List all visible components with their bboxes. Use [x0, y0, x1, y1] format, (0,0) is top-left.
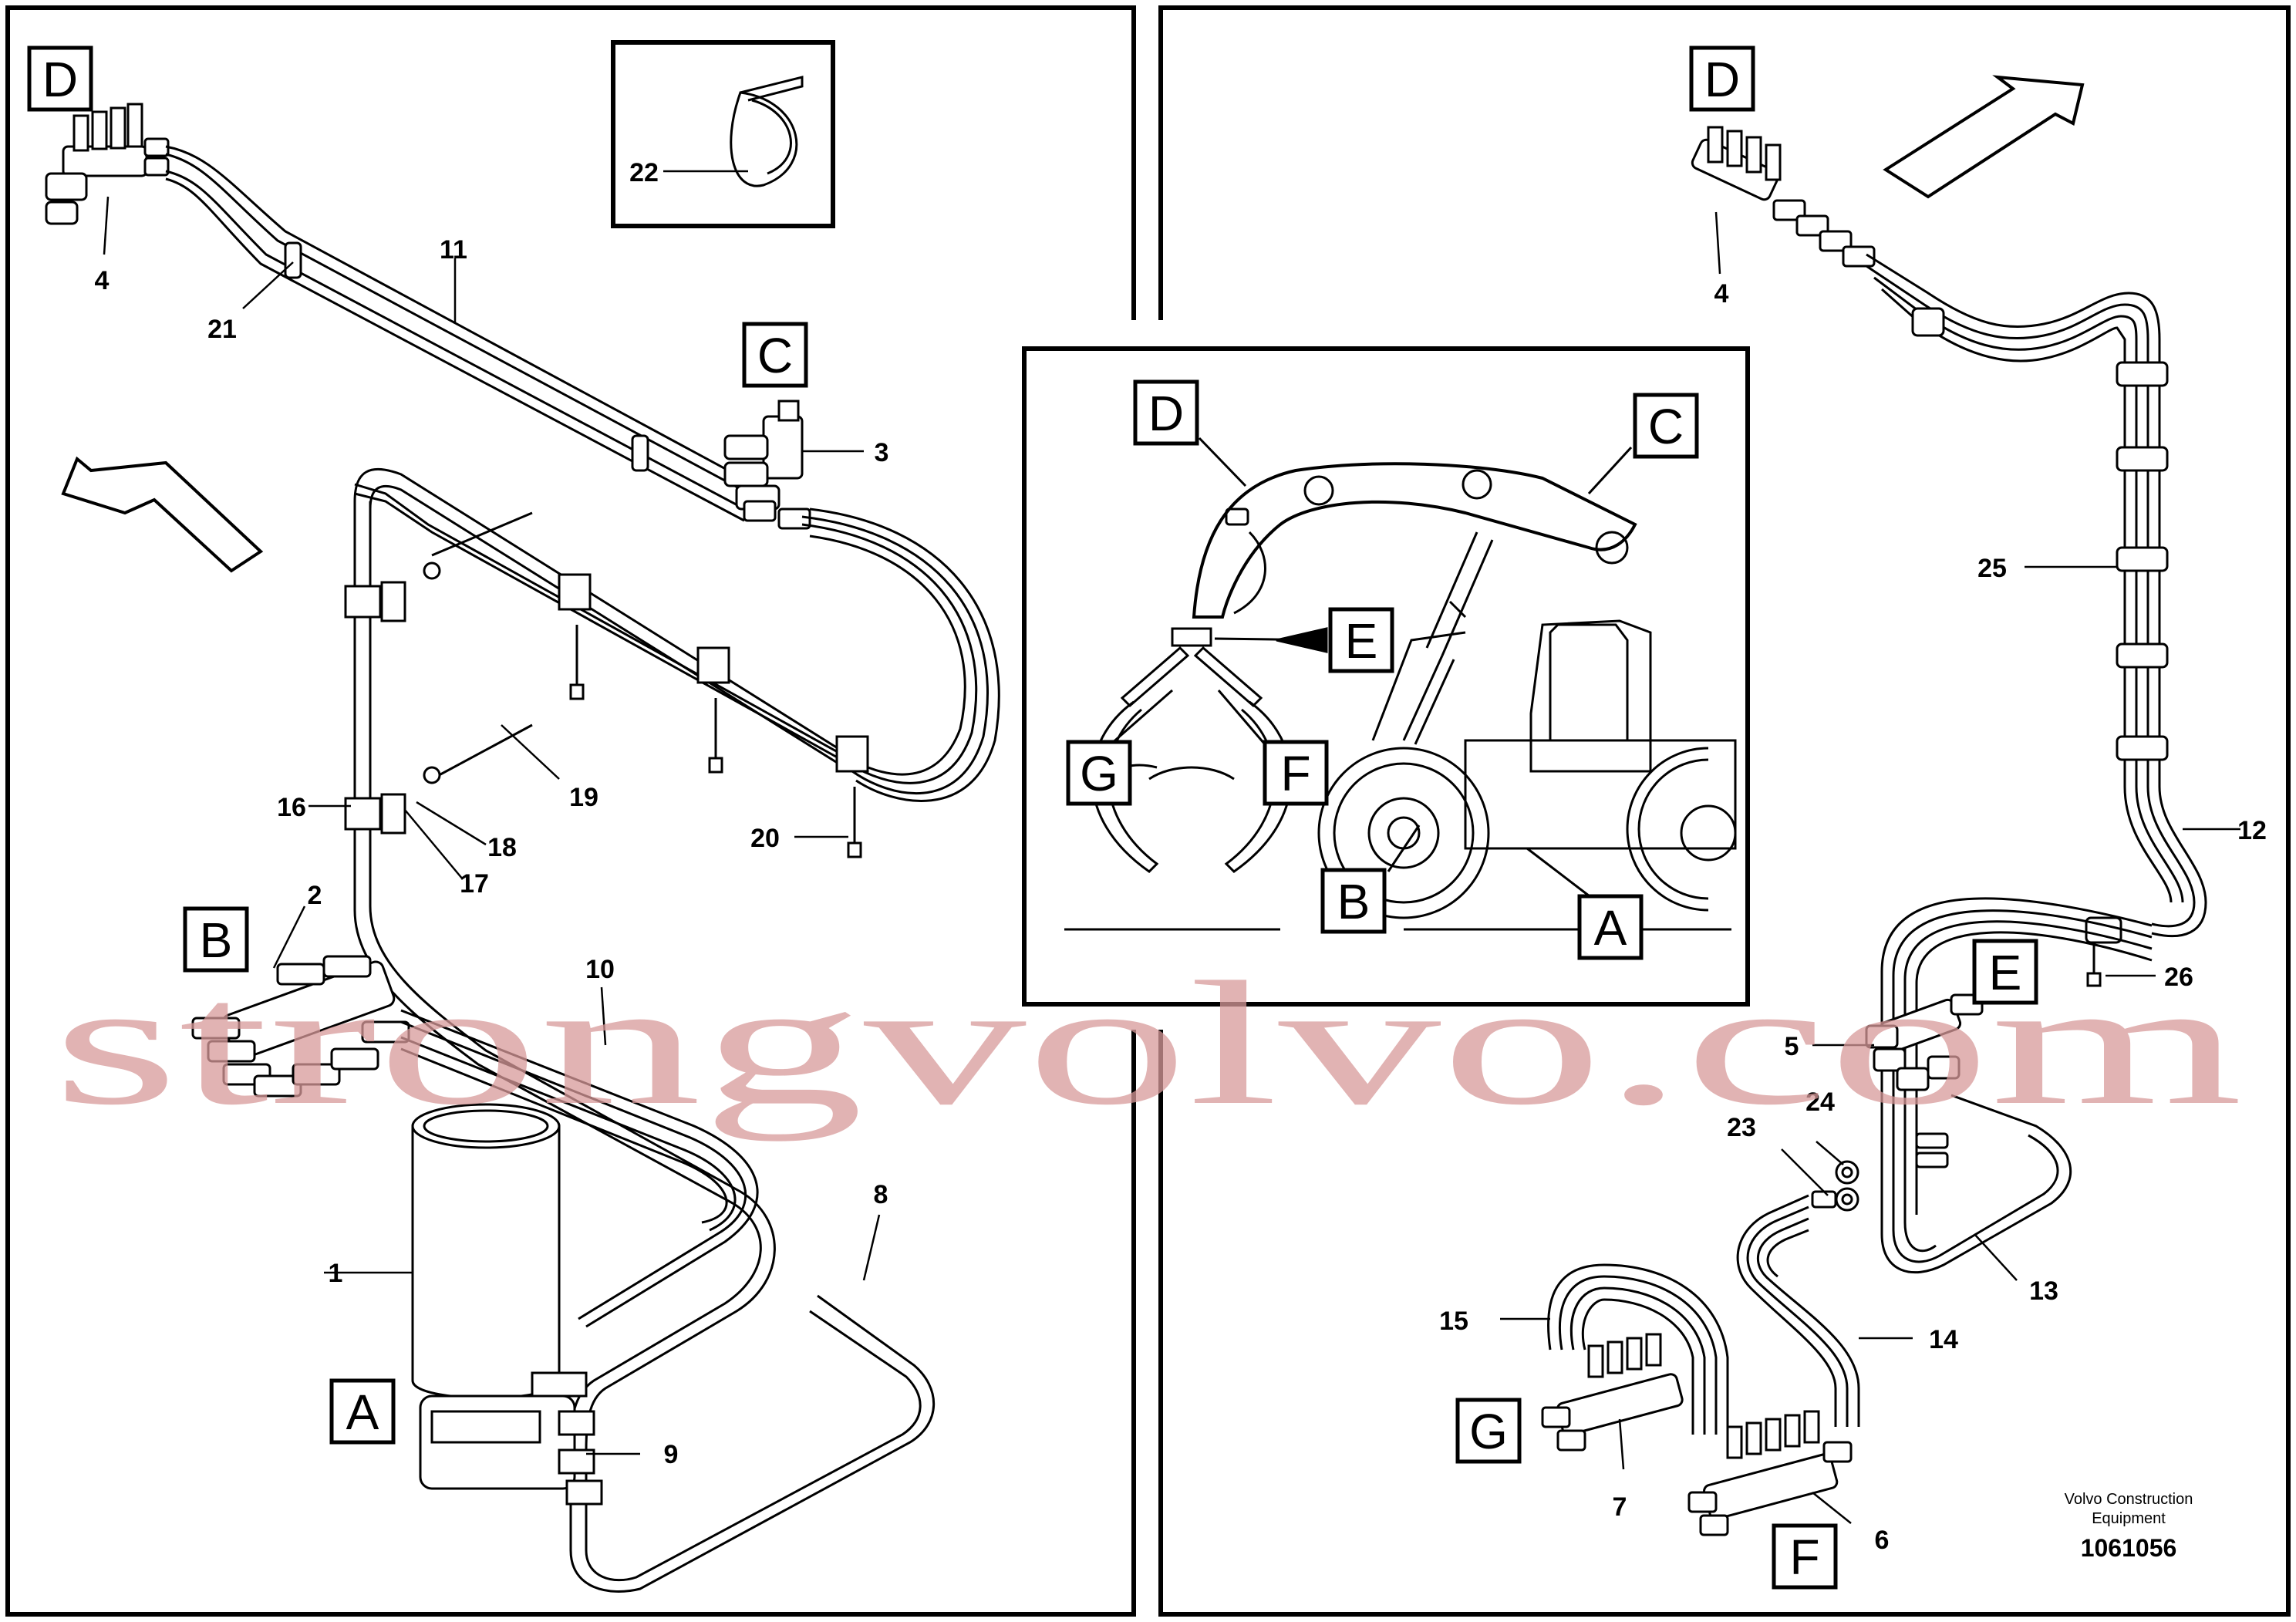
distributor-d-left — [45, 103, 170, 225]
hose-loop-c — [354, 483, 1000, 802]
panel-frames — [5, 5, 2291, 1617]
right-panel-frame — [1158, 5, 2291, 1617]
doc-number: 1061056 — [2081, 1534, 2177, 1562]
part-label-7: 7 — [1613, 1492, 1627, 1522]
part-label-3: 3 — [875, 438, 889, 467]
lube-pump — [411, 1103, 603, 1506]
brand-line-1: Volvo Construction — [2065, 1491, 2193, 1508]
leader-lines-left — [103, 170, 881, 1455]
center-panel-drawing — [1064, 437, 1737, 931]
part-label-1: 1 — [329, 1259, 343, 1288]
hose-bundle-11 — [165, 145, 772, 522]
callout-c-center: C — [1648, 399, 1684, 454]
part-label-15: 15 — [1439, 1307, 1468, 1336]
callout-g-center: G — [1080, 746, 1118, 801]
direction-arrow-left — [61, 456, 264, 573]
callout-a-center: A — [1594, 900, 1627, 956]
left-panel-frame — [5, 5, 1136, 1617]
part-label-6: 6 — [1875, 1526, 1890, 1555]
box-labels: D C B A D C E G F B A D E G F — [27, 46, 2038, 1590]
callout-c-left: C — [757, 328, 793, 383]
distributor-g-right — [1541, 1333, 1684, 1452]
part-label-26: 26 — [2164, 963, 2193, 992]
watermark: strongvolvo.com — [52, 945, 2243, 1141]
pipe-clamps — [344, 573, 869, 835]
part-label-2: 2 — [308, 881, 322, 910]
center-panel-frame — [1022, 346, 1750, 1007]
distributor-f-right — [1687, 1410, 1853, 1536]
callout-f-right: F — [1789, 1529, 1819, 1585]
rear-wheel — [1626, 747, 1737, 912]
distributor-e-right — [1865, 993, 1984, 1091]
callout-d-left: D — [42, 52, 78, 107]
left-panel-drawing — [45, 76, 1000, 1593]
fittings-23-24 — [1811, 1132, 1949, 1212]
callout-e-right: E — [1989, 945, 2022, 1000]
part-label-20: 20 — [750, 824, 780, 853]
callout-b-center: B — [1337, 874, 1371, 929]
part-label-13: 13 — [2029, 1276, 2058, 1306]
part-label-18: 18 — [487, 833, 517, 862]
hose-bundle-10 — [400, 1009, 759, 1328]
part-label-19: 19 — [569, 783, 598, 812]
footer: Volvo Construction Equipment 1061056 — [2065, 1491, 2193, 1562]
part-label-24: 24 — [1805, 1088, 1835, 1117]
direction-arrow-right — [1883, 75, 2085, 199]
hose-bundle-15 — [1547, 1263, 1729, 1435]
distributor-d-right — [1691, 126, 1876, 268]
part-label-9: 9 — [664, 1440, 679, 1469]
part-label-12: 12 — [2237, 816, 2267, 845]
part-label-23: 23 — [1727, 1113, 1756, 1142]
bolts-left — [423, 511, 862, 858]
hose-bundle-25 — [1866, 253, 2207, 938]
part-label-22: 22 — [629, 158, 659, 187]
callout-e-center: E — [1345, 613, 1378, 669]
right-panel-drawing — [1500, 75, 2240, 1536]
callout-f-center: F — [1280, 746, 1310, 801]
grapple-rotator — [1171, 627, 1212, 647]
callout-d-center: D — [1148, 386, 1184, 441]
boom-arm — [1192, 462, 1637, 619]
part-label-8: 8 — [874, 1180, 888, 1209]
callout-g-right: G — [1469, 1404, 1508, 1459]
callout-d-right: D — [1704, 52, 1740, 107]
tie-detail-frame — [611, 40, 835, 228]
part-label-11: 11 — [440, 235, 467, 265]
clamps-25 — [1911, 307, 2169, 944]
distributor-b-left — [191, 955, 410, 1098]
cable-tie-detail — [730, 76, 804, 187]
front-wheel — [1317, 747, 1490, 919]
part-labels-left: 4 21 11 22 3 16 18 17 19 20 2 10 8 1 9 — [95, 158, 889, 1469]
part-label-16: 16 — [277, 793, 306, 822]
loader-cab — [1529, 619, 1652, 773]
callout-b-left: B — [200, 912, 233, 968]
part-label-5: 5 — [1785, 1032, 1799, 1061]
part-label-14: 14 — [1929, 1325, 1958, 1354]
part-label-17: 17 — [460, 869, 489, 899]
hose-bundle-14 — [1736, 1194, 1860, 1427]
part-label-4-right: 4 — [1714, 279, 1729, 309]
callout-a-left: A — [346, 1384, 379, 1440]
part-label-21: 21 — [207, 315, 237, 344]
part-label-4-left: 4 — [95, 266, 110, 295]
part-label-25: 25 — [1977, 554, 2007, 583]
hose-loop-e — [1880, 897, 2153, 1274]
part-label-10: 10 — [585, 955, 615, 984]
part-labels-right: 4 25 12 26 5 24 23 13 15 14 7 6 — [1439, 279, 2267, 1555]
brand-line-2: Equipment — [2092, 1510, 2166, 1527]
distributor-c-left — [723, 400, 811, 530]
leader-lines-right — [1500, 211, 2240, 1524]
